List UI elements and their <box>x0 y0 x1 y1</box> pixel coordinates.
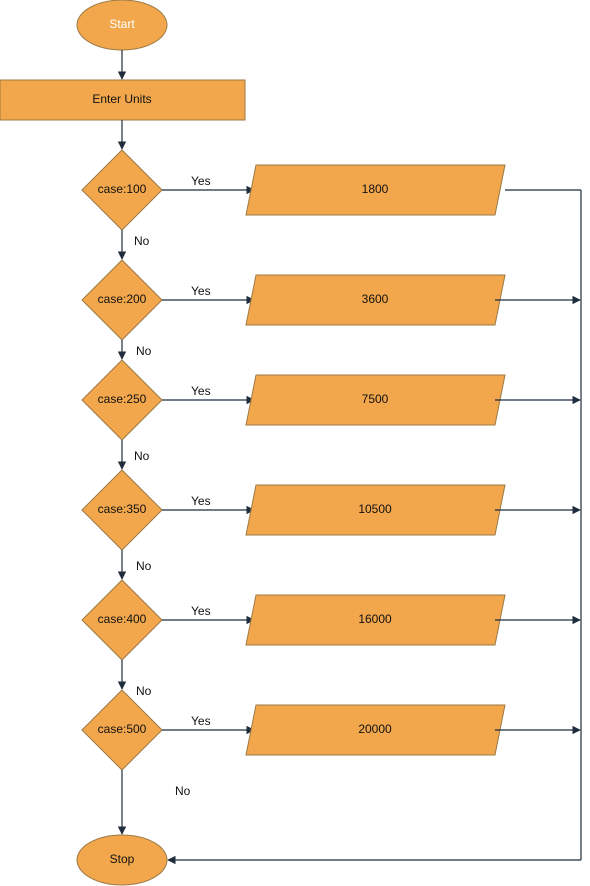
edge-label-no-2: No <box>136 344 152 358</box>
stop-label: Stop <box>110 852 135 866</box>
output-parallelogram-5 <box>245 594 506 646</box>
edge-label-yes-2: Yes <box>191 284 211 298</box>
input-process-box <box>0 79 246 121</box>
decision-label-5: case:400 <box>98 612 147 626</box>
edge-label-yes-4: Yes <box>191 494 211 508</box>
decision-label-2: case:200 <box>98 292 147 306</box>
edge-label-yes-5: Yes <box>191 604 211 618</box>
output-value-4: 10500 <box>358 502 392 516</box>
edge-label-no-final: No <box>175 784 191 798</box>
edge-label-no-1: No <box>134 234 150 248</box>
stop-terminator <box>76 834 168 886</box>
output-parallelogram-3 <box>245 374 506 426</box>
decision-label-4: case:350 <box>98 502 147 516</box>
output-value-2: 3600 <box>362 292 389 306</box>
edge-label-yes-1: Yes <box>191 174 211 188</box>
output-value-1: 1800 <box>362 182 389 196</box>
edge-label-no-5: No <box>136 684 152 698</box>
output-parallelogram-4 <box>245 484 506 536</box>
case-rows: case:100Yes1800Nocase:200Yes3600Nocase:2… <box>81 149 581 771</box>
start-label: Start <box>109 17 135 31</box>
decision-label-6: case:500 <box>98 722 147 736</box>
output-parallelogram-6 <box>245 704 506 756</box>
output-value-5: 16000 <box>358 612 392 626</box>
edge-label-yes-3: Yes <box>191 384 211 398</box>
input-label: Enter Units <box>92 92 151 106</box>
output-parallelogram-2 <box>245 274 506 326</box>
decision-label-1: case:100 <box>98 182 147 196</box>
edge-label-no-4: No <box>136 559 152 573</box>
edge-label-yes-6: Yes <box>191 714 211 728</box>
output-parallelogram-1 <box>245 164 506 216</box>
output-value-3: 7500 <box>362 392 389 406</box>
output-value-6: 20000 <box>358 722 392 736</box>
edge-label-no-3: No <box>134 449 150 463</box>
decision-label-3: case:250 <box>98 392 147 406</box>
